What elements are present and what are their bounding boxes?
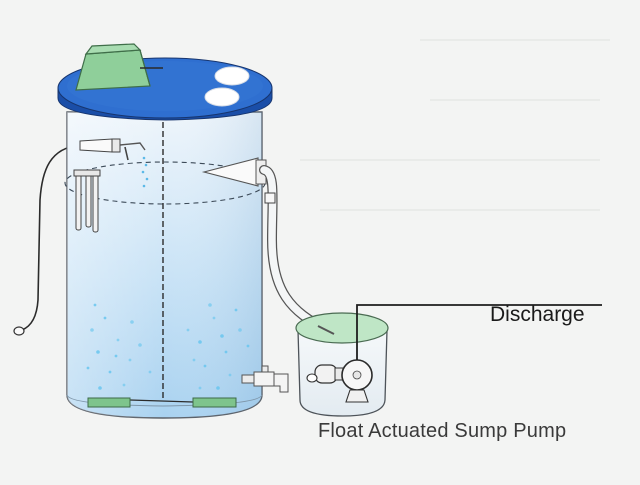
sump-lid <box>295 312 389 344</box>
bubble <box>216 386 220 390</box>
tank-lid <box>57 57 273 121</box>
bubble <box>96 350 100 354</box>
sensor-cable <box>21 144 81 331</box>
bubble <box>98 386 102 390</box>
discharge-label: Discharge <box>490 303 585 326</box>
bubble <box>198 340 202 344</box>
drip-dots <box>141 156 149 188</box>
bubble <box>114 354 118 358</box>
bubble <box>116 338 120 342</box>
bubble <box>90 328 94 332</box>
bubble <box>208 303 212 307</box>
bubble <box>224 350 228 354</box>
bubble <box>148 370 152 374</box>
drain-spigot <box>241 365 289 393</box>
air-diffusers <box>87 397 237 408</box>
hose-clamp <box>264 192 276 204</box>
bubble <box>128 358 132 362</box>
air-diffuser-left <box>87 397 131 408</box>
main-tank <box>64 111 266 419</box>
bubble <box>103 316 107 320</box>
bubble <box>86 366 90 370</box>
bubble <box>108 370 112 374</box>
pump-head <box>306 359 373 403</box>
bubble <box>130 320 134 324</box>
lid-port-2 <box>204 87 240 107</box>
lid-port-1 <box>214 66 250 86</box>
bubble <box>93 303 97 307</box>
sensor-probes <box>73 169 101 233</box>
bubble <box>186 328 190 332</box>
bubble <box>198 386 202 390</box>
spray-nozzle <box>79 138 146 161</box>
bubbles <box>86 303 250 390</box>
discharge-pipe <box>356 304 602 360</box>
bubble <box>192 358 196 362</box>
transfer-hose <box>259 165 333 335</box>
bubble <box>220 334 224 338</box>
bubble <box>246 344 250 348</box>
lid-motor-housing <box>75 43 151 91</box>
background-faint-lines <box>300 39 610 211</box>
sump-pump-vessel <box>295 312 389 417</box>
bubble <box>122 383 126 387</box>
bubble <box>234 308 238 312</box>
bubble <box>138 343 142 347</box>
bubble <box>238 328 242 332</box>
bubble <box>212 316 216 320</box>
air-diffuser-right <box>192 397 237 408</box>
float-actuated-sump-pump-label: Float Actuated Sump Pump <box>318 420 567 442</box>
bubble <box>228 373 232 377</box>
bubble <box>203 364 207 368</box>
sensor-cable-plug <box>13 326 25 336</box>
